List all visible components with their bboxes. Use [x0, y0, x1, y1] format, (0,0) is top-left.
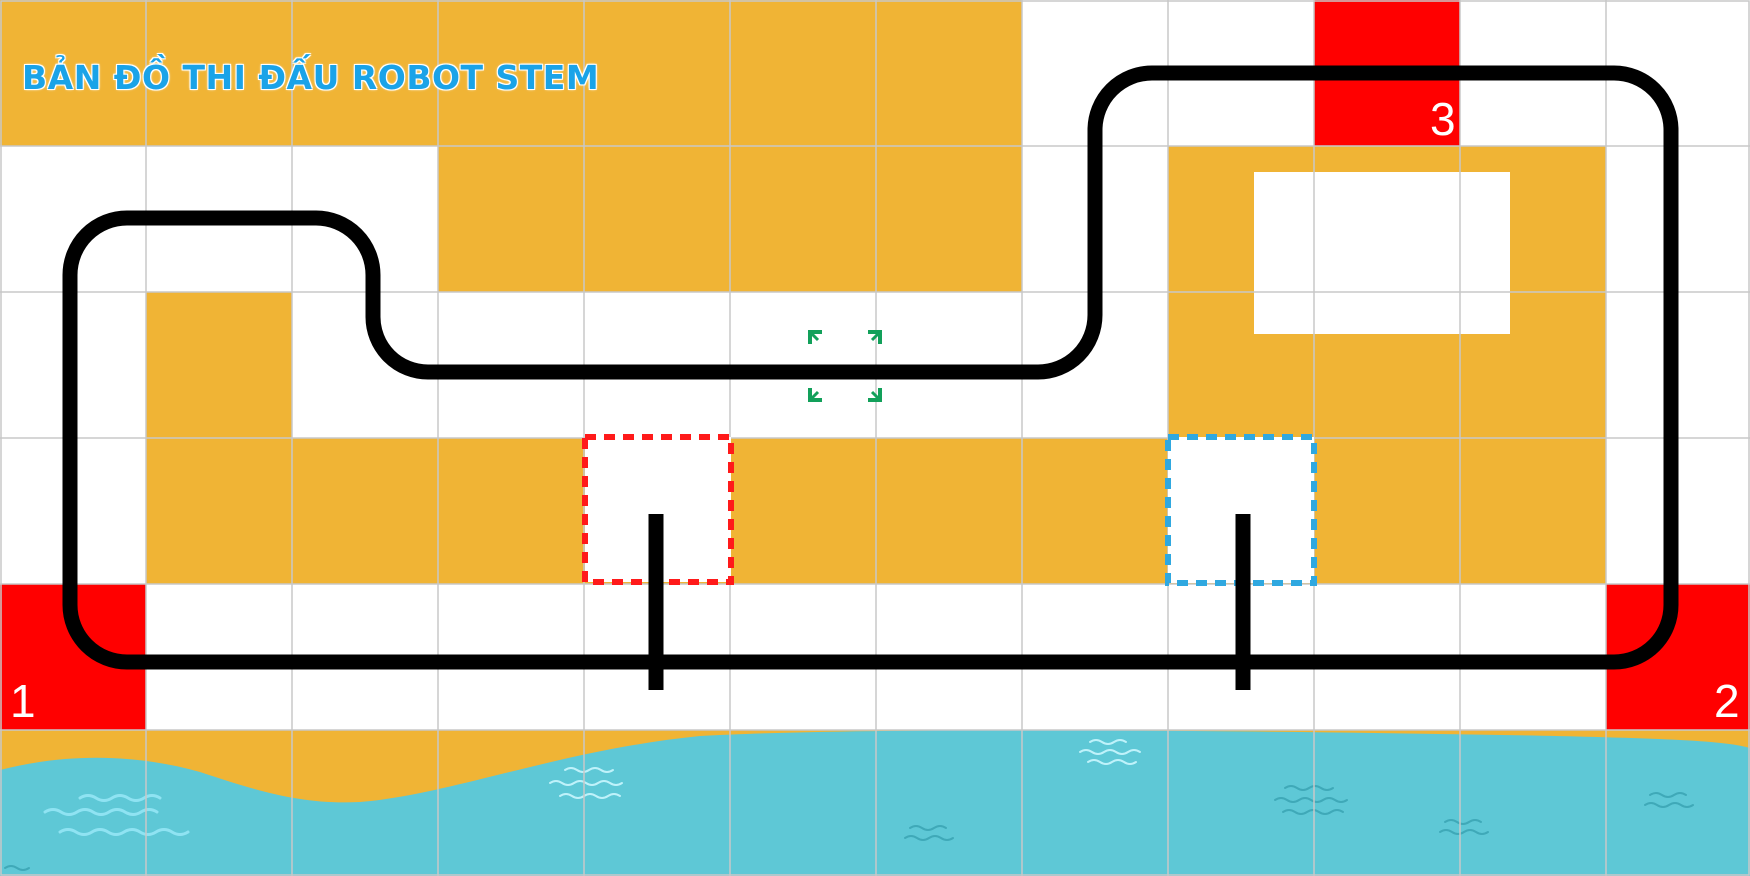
wave-icon	[1644, 792, 1694, 808]
black-line-track	[62, 65, 1679, 670]
zone-2-label: 2	[1714, 675, 1740, 727]
sea-area	[0, 730, 1750, 876]
zone-1-label: 1	[10, 675, 36, 727]
wave-icon	[4, 865, 30, 871]
zone-3-label: 3	[1430, 93, 1456, 145]
map-title: BẢN ĐỒ THI ĐẤU ROBOT STEM	[22, 58, 600, 97]
wave-icon	[1439, 819, 1489, 835]
wave-icon	[1274, 785, 1348, 815]
wave-icon	[549, 767, 623, 799]
white-inset-zone	[1254, 172, 1510, 334]
wave-icon	[1079, 739, 1141, 765]
wave-icon	[904, 825, 954, 841]
target-crosshair-icon	[808, 330, 882, 402]
